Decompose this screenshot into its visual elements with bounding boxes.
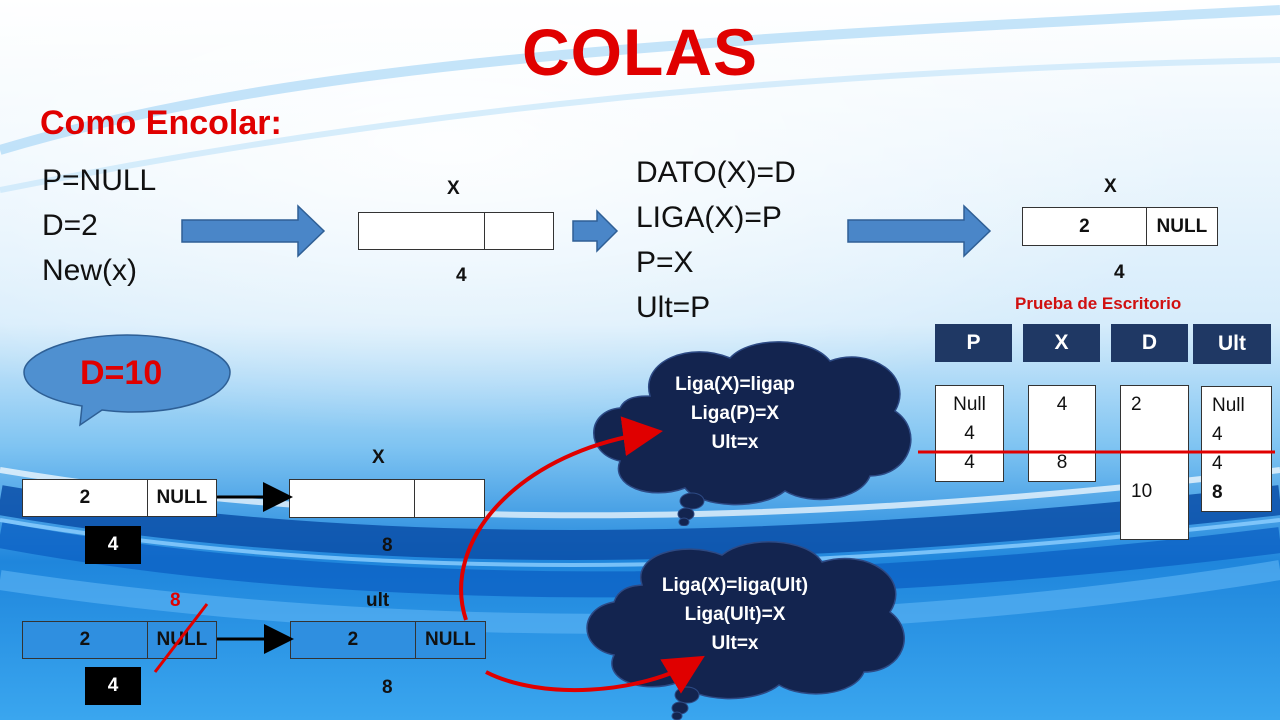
cloud-line: Liga(X)=liga(Ult) <box>661 575 809 596</box>
node-address: 8 <box>382 677 393 698</box>
node-link-cell <box>413 480 484 517</box>
table-cell <box>1029 419 1095 448</box>
desk-check-column-x: 4 8 <box>1028 385 1096 482</box>
node-address: 4 <box>1114 262 1125 283</box>
node-link-cell <box>483 213 553 249</box>
table-cell <box>1131 419 1188 448</box>
node-data-cell: 2 <box>347 629 359 650</box>
node-address: 4 <box>85 526 141 564</box>
code-line: D=2 <box>42 209 98 242</box>
table-cell: 2 <box>1131 394 1142 415</box>
queue-node: 2 NULL <box>290 621 486 659</box>
table-cell: 4 <box>1212 424 1223 445</box>
cloud-line: Liga(X)=ligap <box>675 374 795 395</box>
slide-title: COLAS <box>522 15 758 89</box>
table-cell: 4 <box>1056 394 1068 415</box>
overwritten-link-value: 8 <box>170 590 181 611</box>
table-cell: 4 <box>964 452 975 473</box>
code-line: DATO(X)=D <box>636 156 796 189</box>
right-arrow-icon <box>181 204 326 258</box>
cloud-text: Liga(X)=ligap Liga(P)=X Ult=x <box>655 370 815 457</box>
desk-check-title: Prueba de Escritorio <box>1015 294 1182 313</box>
node-data-cell: 2 <box>79 487 91 508</box>
table-cell: 4 <box>1212 453 1223 474</box>
desk-check-column-p: Null 4 4 <box>935 385 1004 482</box>
desk-check-column-d: 2 10 <box>1120 385 1189 540</box>
initial-code: P=NULL D=2 New(x) <box>42 158 156 293</box>
assign-code: DATO(X)=D LIGA(X)=P P=X Ult=P <box>636 150 796 330</box>
slide-subtitle: Como Encolar: <box>40 104 282 142</box>
cloud-line: Liga(Ult)=X <box>684 604 786 625</box>
node-address: 4 <box>456 265 467 286</box>
node-address: 4 <box>85 667 141 705</box>
right-arrow-icon <box>572 209 619 253</box>
table-cell <box>1131 448 1188 477</box>
desk-check-header: Ult <box>1193 324 1271 364</box>
desk-check-header: P <box>935 324 1012 362</box>
callout-text: D=10 <box>80 354 163 392</box>
filled-node: 2 NULL <box>1022 207 1218 246</box>
empty-node <box>358 212 554 250</box>
queue-node: 2 NULL <box>22 621 217 659</box>
code-line: P=X <box>636 246 694 279</box>
node-data-cell <box>359 213 484 249</box>
code-line: Ult=P <box>636 291 711 324</box>
node-label: X <box>447 178 460 199</box>
queue-node: 2 NULL <box>22 479 217 517</box>
desk-check-header: X <box>1023 324 1100 362</box>
node-label: ult <box>366 590 390 611</box>
node-link-cell: NULL <box>1145 208 1217 245</box>
code-line: New(x) <box>42 254 137 287</box>
node-data-cell <box>290 480 414 517</box>
cloud-text: Liga(X)=liga(Ult) Liga(Ult)=X Ult=x <box>640 571 830 658</box>
cloud-line: Ult=x <box>711 432 759 453</box>
right-arrow-icon <box>847 204 992 258</box>
node-link-cell: NULL <box>414 622 485 658</box>
table-cell: 4 <box>964 423 975 444</box>
code-line: P=NULL <box>42 164 157 197</box>
table-cell: Null <box>1212 395 1245 416</box>
table-cell: 10 <box>1131 481 1153 502</box>
node-data-cell: 2 <box>1079 215 1090 237</box>
desk-check-column-ult: Null 4 4 8 <box>1201 386 1272 512</box>
queue-node <box>289 479 485 518</box>
node-label: X <box>372 447 385 468</box>
node-data-cell: 2 <box>79 629 91 650</box>
table-cell: 8 <box>1056 452 1068 473</box>
desk-check-header: D <box>1111 324 1188 362</box>
table-cell: Null <box>953 394 986 415</box>
table-cell: 8 <box>1212 482 1223 503</box>
cloud-line: Liga(P)=X <box>690 403 780 424</box>
node-link-cell: NULL <box>146 622 216 658</box>
cloud-line: Ult=x <box>711 633 759 654</box>
node-link-cell: NULL <box>146 480 216 516</box>
node-address: 8 <box>382 535 393 556</box>
node-label: X <box>1104 176 1117 197</box>
speech-bubble-icon <box>23 334 231 427</box>
code-line: LIGA(X)=P <box>636 201 782 234</box>
